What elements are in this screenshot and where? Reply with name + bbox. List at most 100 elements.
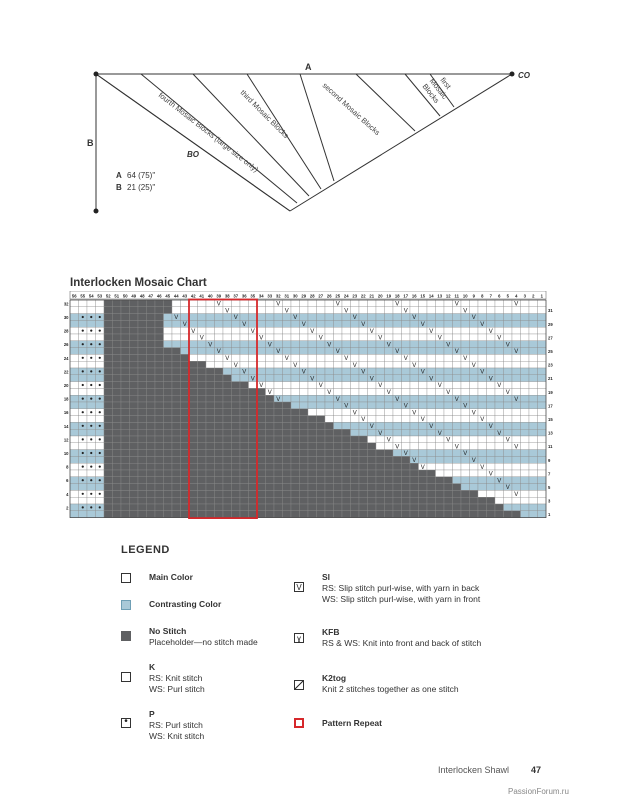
chart-cell <box>256 327 266 335</box>
chart-cell <box>324 476 334 484</box>
chart-cell <box>520 415 530 423</box>
chart-cell <box>469 476 479 484</box>
chart-cell <box>273 422 283 430</box>
chart-cell <box>375 422 385 430</box>
purl-dot <box>98 315 101 319</box>
chart-cell <box>316 395 326 403</box>
chart-cell <box>154 429 164 437</box>
chart-cell <box>129 429 139 437</box>
chart-cell <box>375 408 385 416</box>
chart-cell <box>256 435 266 443</box>
legend-item-sl: Sl RS: Slip stitch purl-wise, with yarn … <box>322 572 480 605</box>
chart-cell <box>239 456 249 464</box>
slip-stitch-mark: V <box>514 349 518 355</box>
chart-cell <box>460 483 470 491</box>
chart-cell <box>537 367 547 375</box>
chart-cell <box>273 483 283 491</box>
chart-cell <box>256 490 266 498</box>
chart-cell <box>520 347 530 355</box>
chart-cell <box>163 503 173 511</box>
chart-cell <box>197 442 207 450</box>
chart-cell <box>503 469 513 477</box>
chart-cell <box>290 408 300 416</box>
chart-cell <box>520 340 530 348</box>
slip-stitch-mark: V <box>404 451 408 457</box>
slip-stitch-mark: V <box>370 329 374 335</box>
chart-cell <box>341 422 351 430</box>
chart-cell <box>69 442 79 450</box>
chart-cell <box>120 456 130 464</box>
chart-cell <box>486 313 496 321</box>
chart-cell <box>486 415 496 423</box>
chart-cell <box>375 367 385 375</box>
chart-cell <box>435 490 445 498</box>
chart-cell <box>537 490 547 498</box>
chart-cell <box>324 497 334 505</box>
chart-cell <box>163 429 173 437</box>
chart-cell <box>231 483 241 491</box>
chart-cell <box>384 449 394 457</box>
chart-cell <box>307 361 317 369</box>
chart-cell <box>350 510 360 518</box>
chart-cell <box>214 422 224 430</box>
chart-cell <box>460 442 470 450</box>
chart-cell <box>426 408 436 416</box>
chart-cell <box>358 449 368 457</box>
chart-cell <box>418 449 428 457</box>
third-block-label: third Mosaic Blocks <box>239 88 291 140</box>
chart-cell <box>367 483 377 491</box>
chart-cell <box>214 510 224 518</box>
chart-cell <box>426 395 436 403</box>
chart-cell <box>239 422 249 430</box>
chart-cell <box>316 299 326 307</box>
chart-cell <box>511 415 521 423</box>
chart-cell <box>273 449 283 457</box>
chart-cell <box>333 469 343 477</box>
chart-cell <box>146 374 156 382</box>
chart-cell <box>409 483 419 491</box>
chart-cell <box>163 449 173 457</box>
chart-cell <box>520 463 530 471</box>
slip-stitch-mark: V <box>489 424 493 430</box>
chart-cell <box>299 354 309 362</box>
chart-cell <box>435 463 445 471</box>
legend-desc: WS: Knit stitch <box>149 731 205 741</box>
chart-cell <box>503 422 513 430</box>
slip-stitch-mark: V <box>336 397 340 403</box>
chart-cell <box>103 388 113 396</box>
chart-cell <box>103 435 113 443</box>
slip-stitch-mark: V <box>514 492 518 498</box>
slip-stitch-mark: V <box>387 438 391 444</box>
chart-cell <box>486 456 496 464</box>
chart-cell <box>188 490 198 498</box>
chart-cell <box>418 374 428 382</box>
chart-cell <box>129 449 139 457</box>
chart-cell <box>358 510 368 518</box>
chart-cell <box>239 442 249 450</box>
purl-dot <box>98 438 101 441</box>
chart-cell <box>375 497 385 505</box>
stitch-number: 51 <box>114 293 119 298</box>
chart-cell <box>307 401 317 409</box>
chart-cell <box>299 456 309 464</box>
chart-cell <box>188 381 198 389</box>
chart-cell <box>486 367 496 375</box>
chart-cell <box>401 469 411 477</box>
chart-cell <box>137 388 147 396</box>
chart-cell <box>248 469 258 477</box>
chart-cell <box>129 395 139 403</box>
chart-cell <box>239 449 249 457</box>
chart-cell <box>477 442 487 450</box>
chart-cell <box>401 395 411 403</box>
chart-cell <box>231 415 241 423</box>
chart-cell <box>299 435 309 443</box>
chart-cell <box>528 299 538 307</box>
chart-cell <box>418 476 428 484</box>
chart-cell <box>418 395 428 403</box>
chart-cell <box>341 483 351 491</box>
chart-cell <box>129 347 139 355</box>
legend-item-main: Main Color <box>149 572 193 583</box>
chart-cell <box>112 327 122 335</box>
block-divider <box>355 73 416 132</box>
chart-cell <box>469 333 479 341</box>
